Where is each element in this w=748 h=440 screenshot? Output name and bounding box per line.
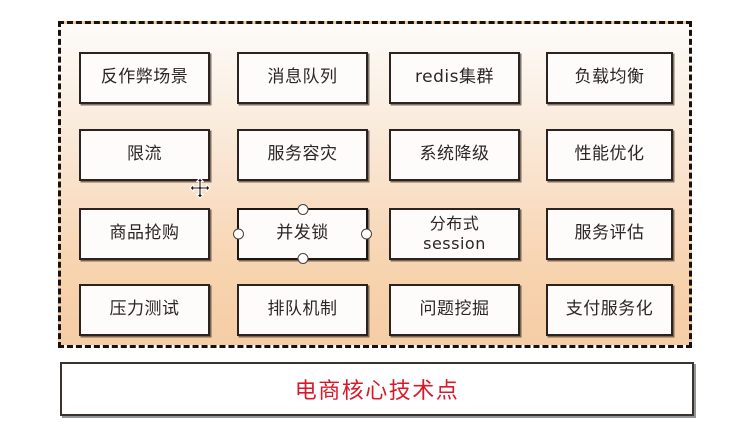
node-box-selected[interactable]: 并发锁 — [233, 204, 372, 264]
node-box[interactable]: 压力测试 — [79, 284, 210, 336]
node-box[interactable]: 负载均衡 — [546, 52, 673, 104]
resize-handle-top-icon[interactable] — [297, 204, 308, 215]
node-label: 商品抢购 — [109, 223, 180, 244]
node-box[interactable]: 商品抢购 — [79, 208, 210, 260]
node-box[interactable]: 反作弊场景 — [79, 52, 210, 104]
node-label: 服务评估 — [574, 223, 645, 244]
resize-handle-right-icon[interactable] — [361, 228, 372, 240]
resize-handle-left-icon[interactable] — [233, 228, 244, 240]
dashed-group-container[interactable]: 反作弊场景 消息队列 redis集群 负载均衡 限流 服务容灾 系统降级 性能优… — [58, 21, 692, 348]
node-box[interactable]: 性能优化 — [546, 129, 673, 181]
node-box[interactable]: 服务评估 — [546, 208, 673, 260]
node-label: 分布式 session — [423, 214, 486, 253]
node-box[interactable]: 支付服务化 — [546, 284, 673, 336]
node-box[interactable]: 消息队列 — [237, 52, 368, 104]
node-box[interactable]: 排队机制 — [237, 284, 368, 336]
node-label: 反作弊场景 — [100, 67, 189, 88]
node-label: 限流 — [127, 144, 162, 165]
node-label: 性能优化 — [574, 144, 645, 165]
node-label: 排队机制 — [267, 299, 338, 320]
node-box[interactable]: 问题挖掘 — [389, 284, 520, 336]
footer-banner-label: 电商核心技术点 — [294, 379, 460, 404]
node-label: 负载均衡 — [574, 67, 645, 88]
node-box[interactable]: 分布式 session — [389, 208, 520, 260]
node-label: 系统降级 — [419, 144, 490, 165]
node-label: 服务容灾 — [267, 144, 338, 165]
node-box[interactable]: redis集群 — [389, 52, 520, 104]
node-label: 压力测试 — [109, 299, 180, 320]
node-label: 并发锁 — [276, 223, 329, 244]
node-label: 问题挖掘 — [419, 299, 490, 320]
footer-banner-box[interactable]: 电商核心技术点 — [60, 362, 694, 416]
node-label: redis集群 — [415, 67, 494, 88]
resize-handle-bottom-icon[interactable] — [297, 253, 308, 264]
node-label: 支付服务化 — [565, 299, 654, 320]
node-box[interactable]: 服务容灾 — [237, 129, 368, 181]
node-label: 消息队列 — [267, 67, 338, 88]
node-box[interactable]: 限流 — [79, 129, 210, 181]
node-box[interactable]: 系统降级 — [389, 129, 520, 181]
